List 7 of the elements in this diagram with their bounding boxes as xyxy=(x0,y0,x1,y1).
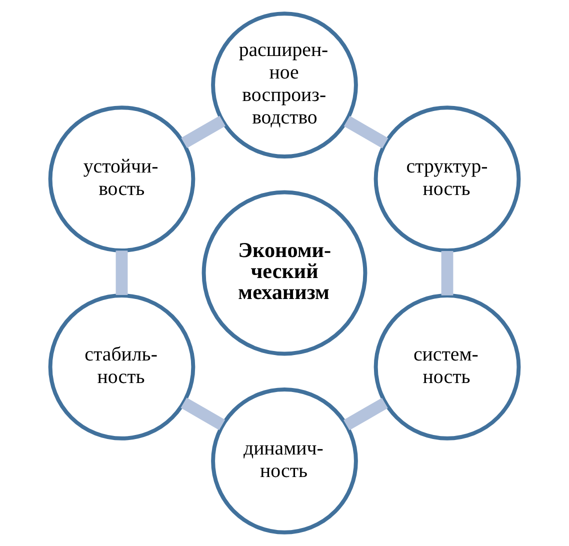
node-circle: структур- ность xyxy=(374,106,521,252)
node-circle: систем- ность xyxy=(374,294,521,440)
node-circle: устойчи- вость xyxy=(48,106,196,252)
node-circle: динамич- ность xyxy=(211,388,358,534)
node-circle: стабиль- ность xyxy=(48,294,196,440)
node-circle: расширен- ное воспроиз- водство xyxy=(211,12,358,158)
node-circle: Экономи- ческий механизм xyxy=(202,190,368,356)
